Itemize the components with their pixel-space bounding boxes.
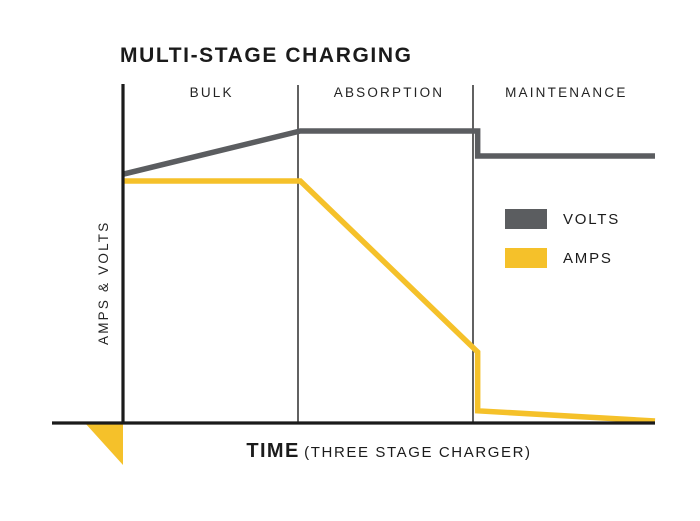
chart-title: MULTI-STAGE CHARGING [120, 44, 413, 67]
legend-swatch-volts [505, 209, 547, 229]
legend-swatch-amps [505, 248, 547, 268]
series-line-volts [122, 128, 655, 177]
chart-legend: VOLTS AMPS [505, 208, 620, 286]
x-axis-title-sub: (THREE STAGE CHARGER) [304, 444, 532, 461]
x-axis-title-main: TIME [246, 440, 300, 462]
stage-label-maintenance: MAINTENANCE [505, 85, 628, 100]
x-axis-title: TIME (THREE STAGE CHARGER) [123, 440, 655, 463]
legend-label-volts: VOLTS [563, 210, 621, 228]
stage-label-absorption: ABSORPTION [333, 85, 445, 100]
legend-item-amps: AMPS [505, 247, 620, 269]
origin-triangle-marker [85, 423, 123, 465]
series-line-amps [123, 178, 656, 424]
legend-item-volts: VOLTS [505, 208, 620, 230]
legend-label-amps: AMPS [563, 249, 613, 267]
stage-label-bulk: BULK [189, 85, 234, 100]
